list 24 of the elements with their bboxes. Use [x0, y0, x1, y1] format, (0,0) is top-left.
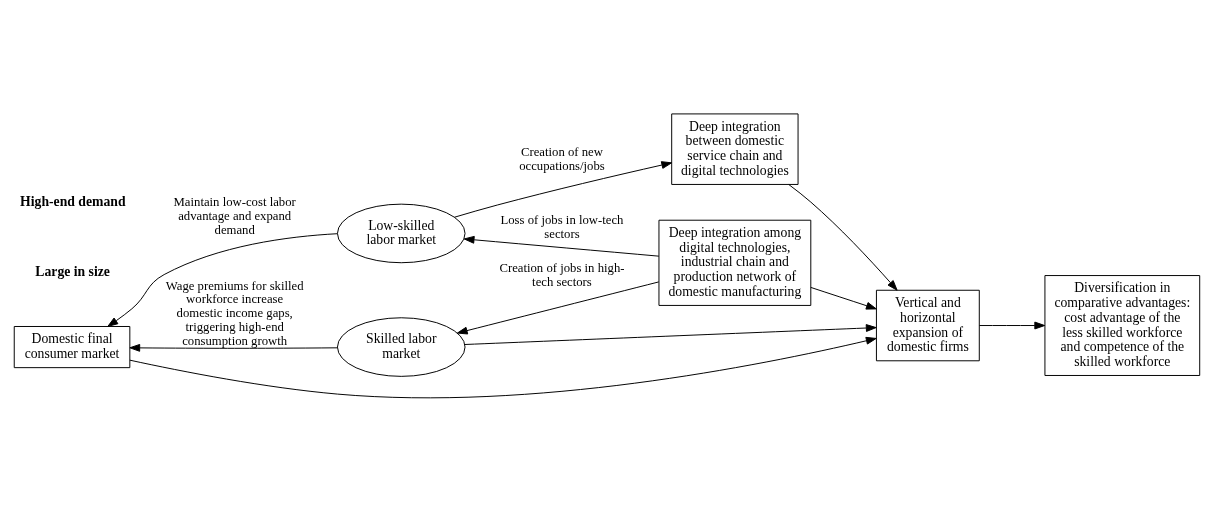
arrow [129, 343, 338, 352]
node-ellipse: Low-skilled labor market [337, 203, 466, 264]
node-box: Vertical and horizontal expansion of domestic firms [875, 289, 980, 362]
arrow [810, 286, 877, 310]
node-ellipse: Skilled labor market [337, 317, 466, 377]
arrow [463, 235, 660, 257]
arrow [456, 281, 660, 335]
arrow [129, 336, 877, 399]
edge-label: Creation of jobs in high-tech sectors [499, 261, 625, 289]
arrow [788, 184, 898, 291]
arrow [453, 161, 673, 218]
label: High-end demand [20, 193, 126, 209]
edge-label: Loss of jobs in low-tech sectors [500, 213, 624, 241]
label: Large in size [35, 264, 110, 280]
arrow [978, 321, 1046, 330]
arrow [107, 233, 338, 327]
node-box: Domestic final consumer market [13, 326, 131, 369]
edge-label: Wage premiums for skilled workforce increase domestic income gaps, triggering high-end consumption growth [165, 278, 304, 348]
node-box: Deep integration among digital technologies, industrial chain and production network of domestic manufacturing [658, 219, 812, 306]
edge-label: Maintain low-cost labor advantage and expand demand [173, 195, 296, 237]
node-box: Diversification in comparative advantages: cost advantage of the less skilled workforce and competence of the skilled workforce [1044, 275, 1201, 376]
node-box: Deep integration between domestic service chain and digital technologies [671, 113, 799, 185]
edge-label: Creation of new occupations/jobs [519, 145, 605, 174]
arrow [464, 324, 877, 345]
